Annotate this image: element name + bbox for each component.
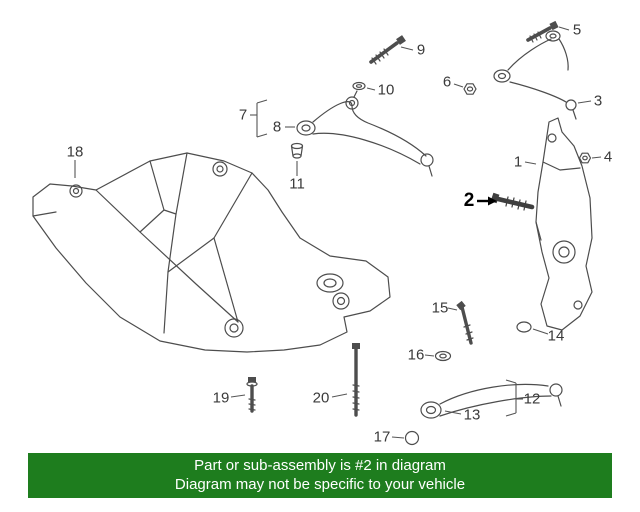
callout-6: 6: [442, 73, 452, 91]
callout-1: 1: [513, 153, 523, 171]
callout-3: 3: [593, 92, 603, 110]
callout-15: 15: [431, 299, 449, 317]
bolt-2-art: [490, 192, 535, 211]
bolt-15-art: [456, 300, 474, 345]
callout-2: 2: [463, 190, 475, 211]
callout-12: 12: [523, 390, 541, 408]
callout-17: 17: [373, 428, 391, 446]
banner-line-1: Part or sub-assembly is #2 in diagram: [194, 457, 446, 474]
vehicle-note-banner: Part or sub-assembly is #2 in diagram Di…: [28, 453, 612, 498]
diagram-line-art: [32, 20, 602, 446]
callout-10: 10: [377, 81, 395, 99]
banner-line-2: Diagram may not be specific to your vehi…: [174, 476, 466, 493]
callout-19: 19: [212, 389, 230, 407]
callout-16: 16: [407, 346, 425, 364]
callout-14: 14: [547, 327, 565, 345]
bolt-19-art: [246, 377, 258, 413]
callout-13: 13: [463, 406, 481, 424]
upper-arm-front-art: [296, 90, 434, 177]
bolt-5-art: [526, 20, 559, 43]
callout-20: 20: [312, 389, 330, 407]
bolt-9-art: [369, 35, 406, 65]
bolt-20-art: [352, 343, 360, 417]
knuckle-art: [535, 117, 593, 331]
callout-7: 7: [238, 106, 248, 124]
subframe-art: [32, 152, 391, 353]
nut-6-art: [463, 83, 477, 95]
washer-10-art: [352, 81, 366, 91]
upper-arm-rear-art: [493, 30, 577, 120]
callout-9: 9: [416, 41, 426, 59]
leader-lines: [74, 26, 602, 439]
ball-17-art: [404, 430, 420, 446]
callout-18: 18: [66, 143, 84, 161]
washer-16-art: [434, 350, 452, 362]
nut-4-art: [578, 152, 592, 164]
callout-11: 11: [289, 175, 305, 193]
callout-4: 4: [603, 148, 613, 166]
callout-8: 8: [272, 118, 282, 136]
callout-5: 5: [572, 21, 582, 39]
highlight-arrow-icon: [477, 196, 497, 206]
stud-11-art: [290, 142, 304, 159]
ring-14-art: [516, 321, 532, 333]
